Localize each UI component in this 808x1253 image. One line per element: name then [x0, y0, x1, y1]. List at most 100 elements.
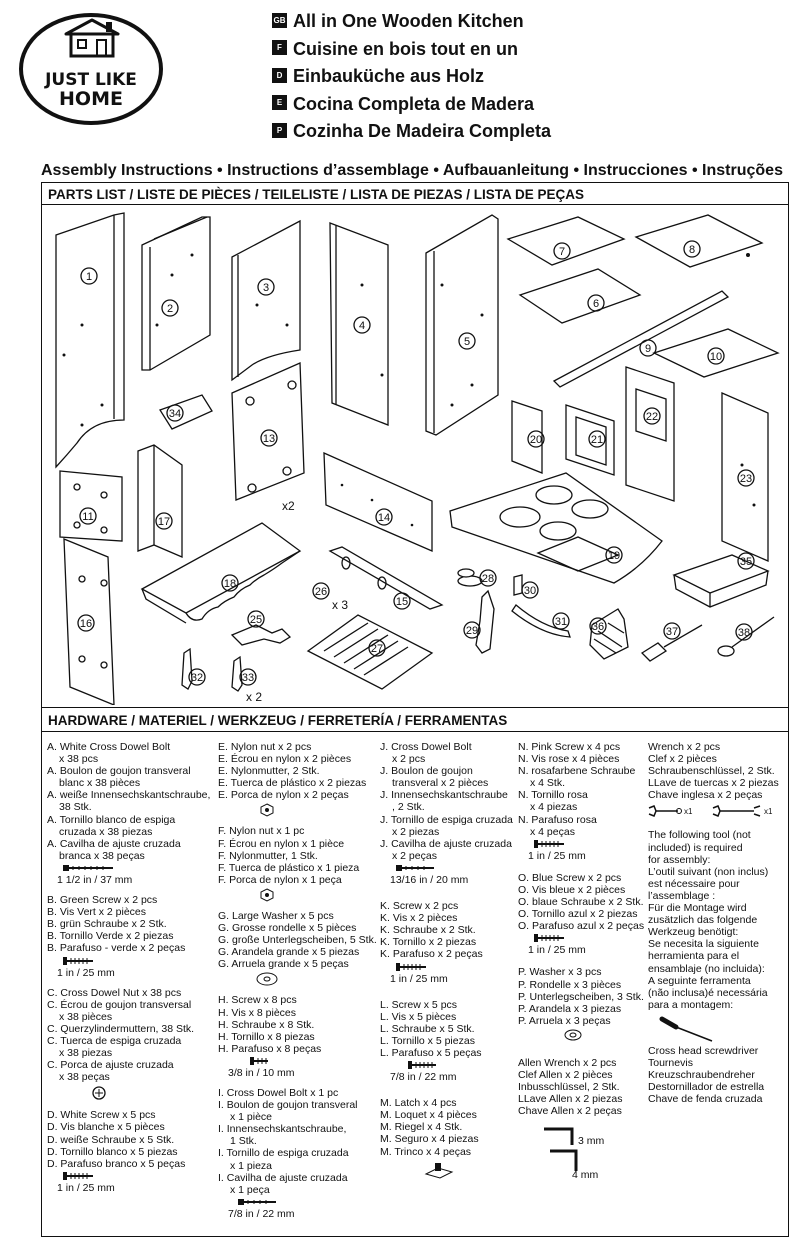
part-label-22: 22: [646, 411, 658, 423]
wrench-icon: [648, 805, 682, 818]
hardware-column-2: E. Nylon nut x 2 pcs E. Écrou en nylon x…: [218, 741, 378, 1228]
hardware-e: E. Nylon nut x 2 pcs E. Écrou en nylon x…: [218, 741, 378, 818]
wrench-qty-2: x1: [764, 807, 773, 817]
hardware-d: D. White Screw x 5 pcs D. Vis blanche x …: [47, 1109, 186, 1194]
e-flag-icon: E: [272, 95, 287, 111]
part-9: 9: [552, 290, 730, 388]
part-label-8: 8: [689, 244, 695, 256]
short-screw-icon: [250, 1056, 268, 1065]
part-35: 35: [672, 552, 770, 608]
part-label-23: 23: [740, 473, 752, 485]
part-label-29: 29: [466, 625, 478, 637]
part-label-35: 35: [740, 556, 752, 568]
hardware-k: K. Screw x 2 pcs K. Vis x 2 pièces K. Sc…: [380, 900, 483, 985]
allen-wrench-3mm-icon: [544, 1127, 574, 1146]
part-label-9: 9: [645, 343, 651, 355]
logo-line2: HOME: [59, 88, 123, 110]
part-label-6: 6: [593, 298, 599, 310]
part-label-7: 7: [559, 246, 565, 258]
part-23: 23: [721, 392, 769, 562]
part-label-16: 16: [80, 618, 92, 630]
hardware-header: HARDWARE / MATERIEL / WERKZEUG / FERRETE…: [48, 713, 508, 728]
part-label-25: 25: [250, 614, 262, 626]
part-label-34: 34: [169, 408, 181, 420]
k-screw-icon: [396, 962, 426, 971]
part-label-21: 21: [591, 434, 603, 446]
part-5: 5: [425, 214, 499, 436]
d-flag-icon: D: [272, 67, 287, 83]
latch-icon: [424, 1162, 454, 1179]
part-28: 28: [457, 568, 497, 587]
hardware-c: C. Cross Dowel Nut x 38 pcs C. Écrou de …: [47, 987, 215, 1102]
part-7: 7: [506, 216, 626, 266]
part-label-20: 20: [530, 434, 542, 446]
hardware-p: P. Washer x 3 pcs P. Rondelle x 3 pièces…: [518, 966, 646, 1041]
part-label-33: 33: [242, 672, 254, 684]
part-19: 19: [449, 472, 663, 584]
part-label-38: 38: [738, 627, 750, 639]
part-label-37: 37: [666, 626, 678, 638]
hardware-i: I. Cross Dowel Bolt x 1 pc I. Boulon de …: [218, 1086, 358, 1220]
part-26: 26: [312, 582, 330, 600]
hardware-b: B. Green Screw x 2 pcs B. Vis Vert x 2 p…: [47, 894, 186, 979]
part-label-19: 19: [608, 550, 620, 562]
part-26-quantity: x 3: [332, 598, 348, 612]
hardware-a: A. White Cross Dowel Bolt x 38 pcs A. Bo…: [47, 741, 211, 886]
hardware-f: F. Nylon nut x 1 pc F. Écrou en nylon x …: [218, 825, 378, 902]
l-screw-icon: [408, 1061, 436, 1070]
hardware-o: O. Blue Screw x 2 pcs O. Vis bleue x 2 p…: [518, 871, 645, 957]
allen-wrench-4mm-icon: [550, 1149, 578, 1172]
part-29: 29: [463, 589, 495, 654]
hardware-header-divider: [41, 731, 789, 732]
parts-header-divider: [41, 204, 789, 205]
part-2: 2: [141, 216, 211, 371]
part-34: 34: [159, 394, 213, 430]
screw-icon: [63, 956, 93, 965]
part-36: 36: [589, 608, 629, 660]
hardware-l: L. Screw x 5 pcs L. Vis x 5 pièces L. Sc…: [380, 998, 482, 1084]
part-3: 3: [231, 219, 301, 382]
wrench-drawing: x1 x1: [648, 803, 788, 821]
part-33-quantity: x 2: [246, 690, 262, 704]
p-flag-icon: P: [272, 122, 287, 138]
hardware-g: G. Large Washer x 5 pcs G. Grosse rondel…: [218, 910, 378, 986]
section-divider: [41, 707, 789, 708]
part-label-17: 17: [158, 516, 170, 528]
washer-icon: [564, 1029, 582, 1041]
allen-size-3mm: 3 mm: [578, 1135, 605, 1148]
hardware-n: N. Pink Screw x 4 pcs N. Vis rose x 4 pi…: [518, 741, 636, 862]
part-22: 22: [625, 366, 675, 502]
part-25: 25: [230, 610, 292, 646]
part-17: 17: [137, 444, 183, 558]
hardware-column-5: Wrench x 2 pcs Clef x 2 pièces Schrauben…: [648, 741, 788, 1113]
part-label-13: 13: [263, 433, 275, 445]
hardware-h: H. Screw x 8 pcs H. Vis x 8 pièces H. Sc…: [218, 994, 322, 1079]
part-label-14: 14: [378, 512, 390, 524]
part-label-11: 11: [82, 511, 93, 523]
part-label-27: 27: [371, 643, 383, 655]
part-16: 16: [63, 538, 115, 705]
part-label-36: 36: [592, 621, 604, 633]
hardware-tool: The following tool (not included) is req…: [648, 829, 769, 1106]
pink-screw-icon: [534, 839, 564, 848]
part-13-quantity: x2: [282, 499, 295, 513]
white-screw-icon: [63, 1171, 93, 1180]
hardware-column-4: N. Pink Screw x 4 pcs N. Vis rose x 4 pi…: [518, 741, 646, 1189]
hardware-j: J. Cross Dowel Bolt x 2 pcs J. Boulon de…: [380, 741, 513, 886]
part-label-31: 31: [555, 616, 567, 628]
part-1: 1: [55, 212, 125, 469]
part-31: 31: [511, 604, 571, 638]
parts-list-header: PARTS LIST / LISTE DE PIÈCES / TEILELIST…: [48, 187, 585, 202]
part-label-4: 4: [359, 320, 365, 332]
part-label-26: 26: [315, 586, 327, 598]
allen-size-4mm: 4 mm: [572, 1169, 599, 1182]
screwdriver-icon: [659, 1016, 713, 1042]
part-label-3: 3: [263, 282, 269, 294]
logo-line1: JUST LIKE: [44, 70, 137, 90]
nylon-nut-small-icon: [260, 888, 274, 902]
part-21: 21: [565, 404, 615, 476]
